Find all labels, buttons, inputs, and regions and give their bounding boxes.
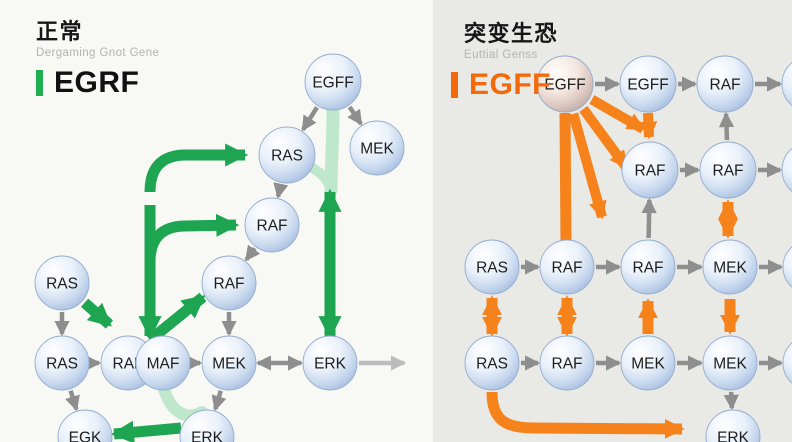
svg-text:ERK: ERK: [314, 356, 347, 373]
svg-text:RAS: RAS: [46, 356, 78, 373]
edge-gray-arrow: [347, 105, 363, 126]
svg-text:RAS: RAS: [46, 276, 78, 293]
right-panel-subtitle: Euttial Genss: [464, 49, 538, 62]
node-MEK: MEK: [349, 120, 405, 176]
node-RAF: RAF: [244, 197, 300, 253]
left-accent-row: EGRF: [36, 68, 159, 98]
left-panel-header: 正常 Dergaming Gnot Gene EGRF: [36, 19, 159, 98]
node-MEK: MEK: [702, 335, 758, 391]
svg-text:MEK: MEK: [713, 260, 747, 277]
node-RAS: RAS: [464, 239, 520, 295]
svg-text:EGFF: EGFF: [627, 77, 668, 94]
node-RAF: RAF: [539, 239, 595, 295]
node-EGFF: EGFF: [536, 55, 594, 113]
edge-orange-arrow: [639, 112, 658, 140]
node-ERK: ERK: [302, 335, 358, 391]
edge-orange-arrow: [579, 106, 631, 170]
edge-orange-arrow: [568, 112, 607, 220]
node-RAS: RAS: [34, 335, 90, 391]
edge-gray-arrow: [273, 182, 289, 199]
edge-gray-arrow: [301, 106, 319, 132]
svg-text:ERK: ERK: [191, 430, 224, 442]
edge-orange-arrow: [559, 112, 572, 243]
right-panel-header: 突变生恐 Euttial Genss EGFF: [451, 21, 558, 100]
left-accent-bar: [36, 70, 43, 97]
svg-text:RAF: RAF: [633, 260, 664, 277]
node-clipped: [781, 61, 792, 107]
right-accent-label: EGFF: [469, 68, 551, 102]
edge-orange-arrow: [486, 391, 685, 439]
svg-text:MEK: MEK: [212, 356, 246, 373]
svg-text:EGK: EGK: [69, 430, 102, 442]
edge-gray-arrow: [211, 390, 227, 412]
node-clipped: [781, 147, 792, 193]
right-panel-title: 突变生恐: [464, 21, 559, 46]
edge-green-arrow: [144, 213, 240, 263]
edge-gray-arrow: [723, 391, 739, 411]
edge-green-arrow: [110, 420, 182, 442]
node-RAS: RAS: [34, 255, 90, 311]
svg-text:RAS: RAS: [476, 260, 508, 277]
node-RAF: RAF: [621, 141, 679, 199]
node-RAF: RAF: [201, 255, 257, 311]
node-RAS: RAS: [464, 335, 520, 391]
edge-gray-arrow: [641, 197, 657, 239]
svg-text:EGFF: EGFF: [312, 75, 353, 92]
edge-gray-arrow: [244, 244, 261, 262]
node-MEK: MEK: [201, 335, 257, 391]
svg-text:RAF: RAF: [710, 77, 741, 94]
svg-text:MEK: MEK: [713, 356, 747, 373]
svg-text:RAF: RAF: [214, 276, 245, 293]
node-RAF: RAF: [699, 141, 757, 199]
svg-text:MEK: MEK: [360, 141, 394, 158]
svg-text:MEK: MEK: [631, 356, 665, 373]
left-panel-title: 正常: [36, 19, 84, 44]
svg-text:RAF: RAF: [635, 163, 666, 180]
node-RAF: RAF: [696, 55, 754, 113]
edge-orange-arrow: [589, 95, 646, 134]
edge-green-arrow: [144, 143, 249, 193]
node-MEK: MEK: [620, 335, 676, 391]
svg-text:RAF: RAF: [257, 218, 288, 235]
right-accent-bar: [451, 72, 458, 99]
right-accent-row: EGFF: [451, 70, 558, 100]
edge-green-arrow: [80, 298, 114, 329]
svg-text:RAF: RAF: [552, 260, 583, 277]
node-ERK: ERK: [705, 409, 761, 442]
left-accent-label: EGRF: [54, 66, 140, 100]
svg-text:RAF: RAF: [713, 163, 744, 180]
edge-pale-arrow: [324, 103, 340, 197]
svg-text:ERK: ERK: [717, 430, 750, 442]
node-clipped: [782, 246, 792, 288]
svg-text:MAF: MAF: [147, 356, 180, 373]
panel-divider: [433, 0, 436, 442]
svg-text:EGFF: EGFF: [544, 77, 585, 94]
node-ERK: ERK: [179, 409, 235, 442]
node-EGFF: EGFF: [304, 53, 362, 111]
node-clipped: [782, 342, 792, 384]
node-RAF: RAF: [539, 335, 595, 391]
node-RAF: RAF: [620, 239, 676, 295]
node-EGFF: EGFF: [619, 55, 677, 113]
node-MAF: MAF: [135, 335, 191, 391]
left-panel-subtitle: Dergaming Gnot Gene: [36, 47, 160, 60]
node-EGK: EGK: [57, 409, 113, 442]
svg-text:RAS: RAS: [476, 356, 508, 373]
svg-text:RAS: RAS: [271, 148, 303, 165]
node-MEK: MEK: [702, 239, 758, 295]
node-RAS: RAS: [258, 126, 316, 184]
svg-text:RAF: RAF: [552, 356, 583, 373]
edge-gray-arrow: [65, 390, 80, 412]
edge-gray-arrow: [718, 111, 735, 141]
edge-green-arrow: [146, 292, 207, 345]
